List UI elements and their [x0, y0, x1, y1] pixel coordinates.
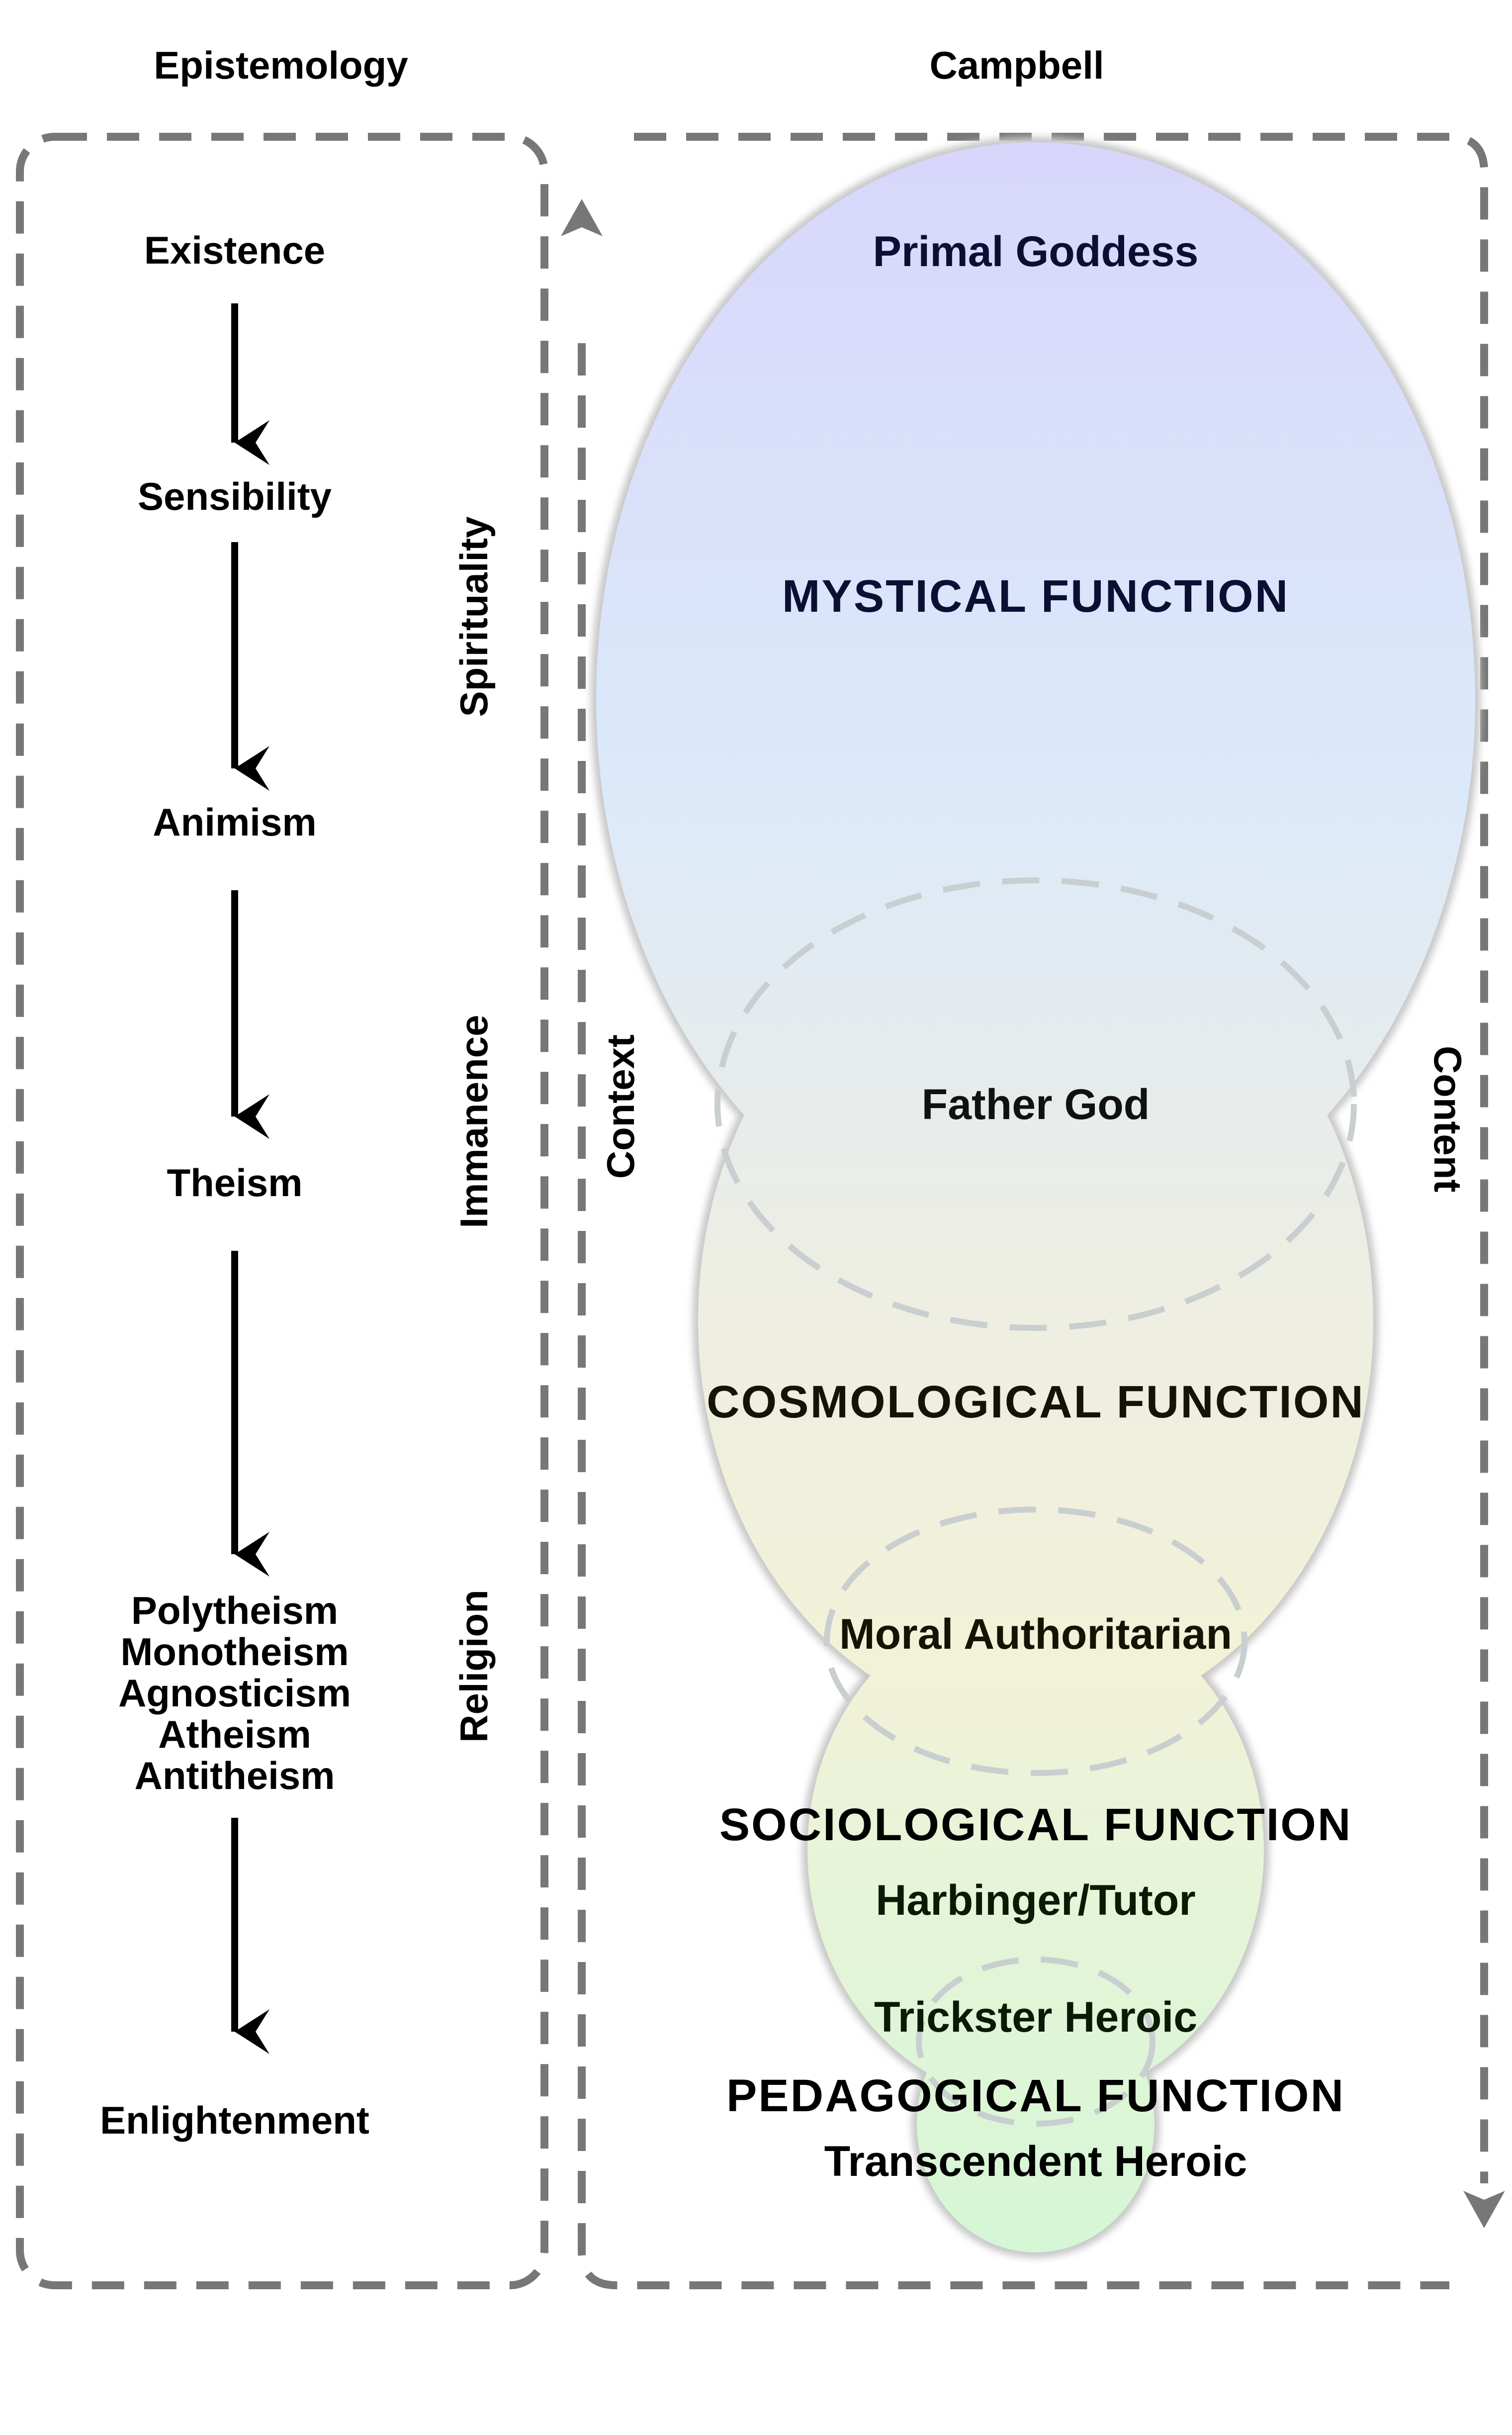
label-immanence: Immanence [452, 1015, 496, 1228]
stage-monotheism: Monotheism [120, 1630, 349, 1674]
stage-animism: Animism [153, 800, 316, 844]
stage-atheism: Atheism [158, 1712, 311, 1756]
father-god-circle [714, 877, 1357, 1331]
stage-agnosticism: Agnosticism [118, 1671, 351, 1715]
stage-antitheism: Antitheism [134, 1754, 335, 1797]
label-cosmological-function: COSMOLOGICAL FUNCTION [707, 1377, 1365, 1427]
axis-context-label: Context [599, 1034, 642, 1179]
stage-polytheism: Polytheism [131, 1589, 338, 1632]
trickster-circle [916, 1957, 1156, 2127]
label-mystical-function: MYSTICAL FUNCTION [782, 571, 1289, 622]
stage-sensibility: Sensibility [138, 474, 332, 518]
label-father-god: Father God [922, 1081, 1150, 1128]
label-spirituality: Spirituality [452, 516, 496, 717]
label-religion: Religion [452, 1590, 496, 1743]
campbell-panel [578, 133, 1488, 2289]
label-moral-authoritarian: Moral Authoritarian [839, 1610, 1232, 1658]
axis-content-label: Content [1426, 1046, 1470, 1193]
stage-theism: Theism [167, 1161, 302, 1205]
epistemology-panel [16, 133, 548, 2289]
label-harbinger-tutor: Harbinger/Tutor [876, 1876, 1195, 1924]
label-trickster-heroic: Trickster Heroic [874, 1993, 1197, 2041]
label-primal-goddess: Primal Goddess [873, 228, 1199, 276]
content-arrow [1463, 2191, 1505, 2228]
campbell-header: Campbell [929, 43, 1104, 87]
label-sociological-function: SOCIOLOGICAL FUNCTION [719, 1799, 1352, 1850]
epistemology-header: Epistemology [154, 43, 408, 87]
label-transcendent-heroic: Transcendent Heroic [824, 2138, 1247, 2185]
campbell-functions-shape [591, 137, 1481, 2258]
label-pedagogical-function: PEDAGOGICAL FUNCTION [726, 2070, 1345, 2121]
moral-authoritarian-circle [824, 1506, 1247, 1776]
stage-enlightenment: Enlightenment [100, 2098, 369, 2142]
context-arrow [561, 199, 603, 236]
stage-existence: Existence [144, 228, 325, 272]
